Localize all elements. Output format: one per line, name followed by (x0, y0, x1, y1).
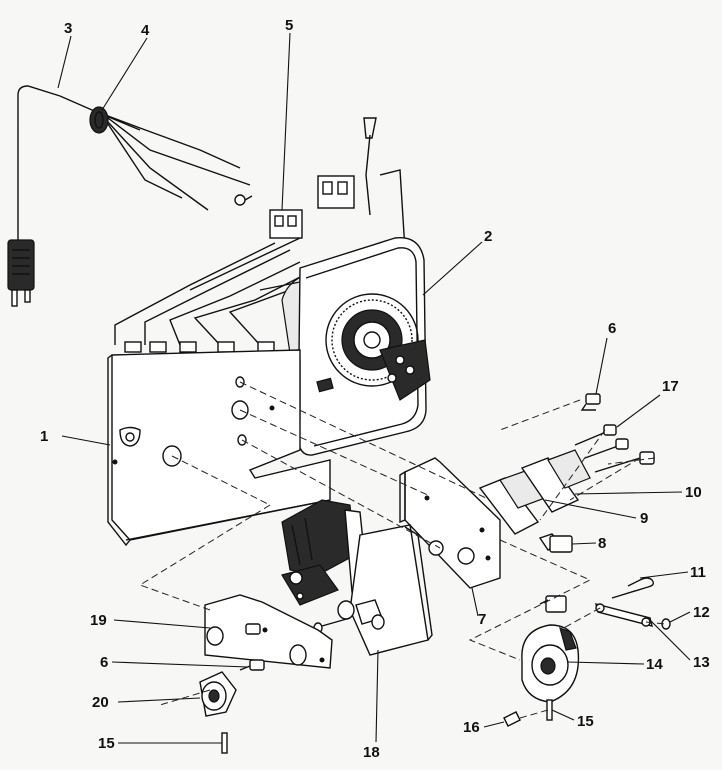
drive-gear (281, 564, 339, 606)
callout-1: 1 (40, 428, 48, 445)
callout-14: 14 (646, 656, 663, 673)
callout-5: 5 (285, 17, 293, 34)
control-knob (199, 671, 237, 717)
callout-13: 13 (693, 654, 710, 671)
callout-4: 4 (141, 22, 150, 39)
screws (574, 424, 655, 473)
alignment-lines (138, 381, 666, 719)
callout-6-left: 6 (100, 654, 108, 671)
callout-15-right: 15 (577, 713, 594, 730)
spring-clip (611, 577, 655, 599)
callout-18: 18 (363, 744, 380, 761)
hex-bolt-upper (538, 533, 573, 553)
callout-labels: 1 2 3 4 5 6 6 7 8 9 10 11 12 13 14 15 15… (40, 17, 710, 761)
small-screw (239, 659, 265, 671)
drive-motor (281, 499, 369, 593)
callout-2: 2 (484, 228, 492, 245)
callout-12: 12 (693, 604, 710, 621)
leader-lines (57, 32, 691, 744)
drive-cam (521, 624, 580, 703)
callout-7: 7 (478, 611, 486, 628)
callout-3: 3 (64, 20, 72, 37)
callout-8: 8 (598, 535, 606, 552)
cam-bracket (204, 594, 333, 669)
power-plug (7, 239, 35, 307)
callout-10: 10 (685, 484, 702, 501)
screw-top (580, 393, 601, 411)
callout-20: 20 (92, 694, 109, 711)
motor-bracket (349, 524, 433, 656)
power-cord (17, 85, 253, 250)
switch-mounting-plate (399, 457, 501, 589)
roll-pin-left (221, 732, 228, 754)
hex-bolt-lower (539, 595, 567, 613)
micro-switch-upper (520, 449, 591, 513)
wire-nut-lead (363, 117, 406, 251)
lever-arm (595, 603, 653, 627)
callout-6-top: 6 (608, 320, 616, 337)
callout-11: 11 (690, 564, 706, 581)
callout-16: 16 (463, 719, 480, 736)
pin-short (503, 711, 521, 727)
wire-harness (114, 237, 311, 353)
strain-relief-bushing (89, 106, 109, 134)
callout-17: 17 (662, 378, 679, 395)
callout-19: 19 (90, 612, 107, 629)
callout-9: 9 (640, 510, 648, 527)
wire-connector-block (269, 175, 355, 239)
callout-15-left: 15 (98, 735, 115, 752)
